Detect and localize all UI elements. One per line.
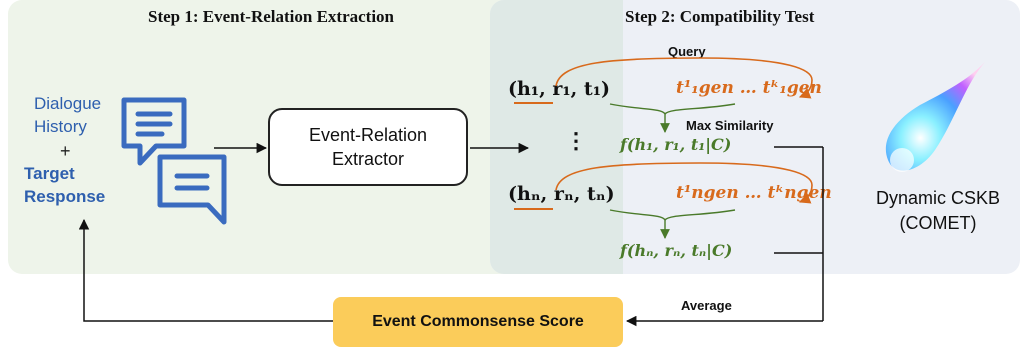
extractor-line1: Event-Relation [308,125,428,145]
dialogue-label-line1: Dialogue [34,94,102,113]
average-label: Average [681,298,732,313]
triple-n: (hₙ, rₙ, tₙ) [508,183,615,205]
step2-title: Step 2: Compatibility Test [625,7,815,26]
target-response-label: Target Response [24,162,105,208]
cskb-line1: Dynamic CSKB [875,188,1001,208]
query-loop-n [555,162,813,204]
score-feedback-arrow [78,218,333,322]
event-commonsense-score-box: Event Commonsense Score [333,297,623,347]
dialogue-history-label: Dialogue History [34,92,101,138]
extractor-line2: Extractor [331,149,405,169]
similarity-score-1: f(h₁, r₁, t₁|C) [620,135,732,154]
event-relation-extractor-box: Event-Relation Extractor [268,108,468,186]
similarity-connector-n [609,209,670,239]
similarity-connector-1b [664,103,736,115]
similarity-score-n: f(hₙ, rₙ, tₙ|C) [620,241,733,260]
plus-sign: + [60,141,71,161]
step1-title: Step 1: Event-Relation Extraction [148,7,395,26]
triple-1: (h₁, r₁, t₁) [508,78,611,100]
query-label: Query [668,44,706,59]
score-label: Event Commonsense Score [372,313,584,330]
generated-tails-1: t¹₁gen … tᵏ₁gen [676,78,822,98]
similarity-connector-1 [609,103,670,133]
vertical-ellipsis: ⋮ [565,128,587,153]
target-label-line1: Target [24,164,75,183]
dynamic-cskb-label: Dynamic CSKB (COMET) [868,186,1008,236]
dialogue-label-line2: History [34,117,87,136]
cskb-line2: (COMET) [899,213,977,233]
panel-overlap [490,0,623,274]
target-label-line2: Response [24,187,106,206]
similarity-connector-nb [664,209,736,221]
chat-bubble-icon [121,97,187,166]
comet-icon [885,62,985,172]
query-loop-1 [555,57,813,99]
chat-bubble-icon [157,154,227,225]
generated-tails-n: t¹ngen … tᵏngen [676,183,832,203]
max-similarity-label: Max Similarity [686,118,774,133]
